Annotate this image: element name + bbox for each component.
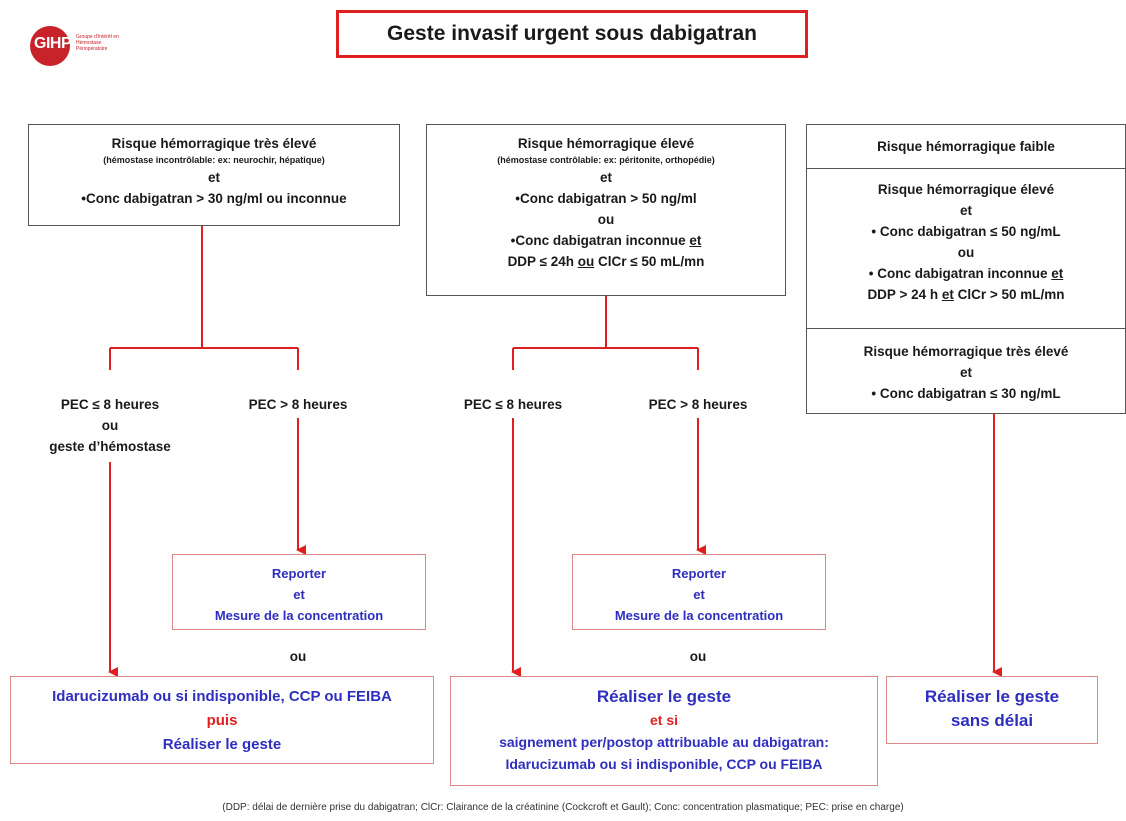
- col1-left-label-2: ou: [101, 418, 119, 433]
- col3-section-high: Risque hémorragique élevé et • Conc dabi…: [807, 168, 1125, 328]
- page-title-text: Geste invasif urgent sous dabigatran: [387, 22, 757, 45]
- col3-sec3-et: et: [959, 365, 972, 380]
- col3-cond2-et: et: [1051, 266, 1064, 281]
- col2-box-cond2: •Conc dabigatran inconnue et: [427, 230, 785, 251]
- col3-cond3-text2: ClCr > 50 mL/mn: [953, 287, 1065, 302]
- col2-cond2-et: et: [689, 233, 702, 248]
- col2-left-label: PEC ≤ 8 heures: [463, 397, 563, 412]
- col2-cond3-text: DDP ≤ 24h: [507, 254, 578, 269]
- col3-sec2-cond3: DDP > 24 h et ClCr > 50 mL/mn: [807, 284, 1125, 305]
- col2-reporter-1: Reporter: [671, 566, 727, 581]
- col2-ou: ou: [689, 649, 707, 664]
- col1-left-label-3: geste d’hémostase: [49, 439, 171, 454]
- col1-left-label: PEC ≤ 8 heures ou geste d’hémostase: [30, 394, 190, 457]
- col1-box-et: et: [207, 170, 220, 185]
- col1-reporter-2: et: [293, 587, 305, 602]
- col2-cond2-text: •Conc dabigatran inconnue: [510, 233, 690, 248]
- col1-box-sub: (hémostase incontrôlable: ex: neurochir,…: [103, 155, 325, 165]
- col3-cond3-text: DDP > 24 h: [867, 287, 942, 302]
- col2-result-4: Idarucizumab ou si indisponible, CCP ou …: [505, 756, 823, 772]
- col3-sec2-et: et: [959, 203, 972, 218]
- col1-reporter-box: Reporter et Mesure de la concentration: [172, 554, 426, 630]
- col3-section-very-high: Risque hémorragique très élevé et • Conc…: [807, 328, 1125, 413]
- col1-box-title: Risque hémorragique très élevé: [111, 136, 317, 151]
- col3-risk-box: Risque hémorragique faible Risque hémorr…: [806, 124, 1126, 414]
- col3-sec3-title: Risque hémorragique très élevé: [863, 344, 1069, 359]
- col3-result-box: Réaliser le geste sans délai: [886, 676, 1098, 744]
- col1-result-2: puis: [206, 712, 238, 729]
- gihp-logo: GIHP Groupe d'Intérêt en Hémostase Pério…: [30, 26, 130, 66]
- page-title: Geste invasif urgent sous dabigatran: [336, 10, 808, 58]
- col2-cond3-ou: ou: [577, 254, 595, 269]
- col3-sec2-title: Risque hémorragique élevé: [877, 182, 1055, 197]
- footnote: (DDP: délai de dernière prise du dabigat…: [222, 802, 904, 813]
- col1-reporter-3: Mesure de la concentration: [214, 608, 384, 623]
- col1-result-1: Idarucizumab ou si indisponible, CCP ou …: [52, 688, 392, 705]
- col2-risk-box: Risque hémorragique élevé (hémostase con…: [426, 124, 786, 296]
- col1-risk-box: Risque hémorragique très élevé (hémostas…: [28, 124, 400, 226]
- col2-result-2: et si: [649, 712, 678, 728]
- col2-cond3-text2: ClCr ≤ 50 mL/mn: [594, 254, 705, 269]
- col2-box-title: Risque hémorragique élevé: [517, 136, 695, 151]
- col3-section-low: Risque hémorragique faible: [807, 125, 1125, 168]
- col2-box-ou: ou: [597, 212, 615, 227]
- logo-text: GIHP: [34, 35, 72, 52]
- col2-box-cond3: DDP ≤ 24h ou ClCr ≤ 50 mL/mn: [427, 251, 785, 272]
- col1-left-label-1: PEC ≤ 8 heures: [60, 397, 160, 412]
- logo-circle: [30, 26, 70, 66]
- col1-ou: ou: [289, 649, 307, 664]
- col1-reporter-1: Reporter: [271, 566, 327, 581]
- col3-sec1-text: Risque hémorragique faible: [877, 139, 1055, 154]
- col1-box-cond: •Conc dabigatran > 30 ng/ml ou inconnue: [81, 191, 347, 206]
- col1-result-3: Réaliser le geste: [162, 736, 282, 753]
- col2-box-et: et: [599, 170, 612, 185]
- logo-subtitle: Groupe d'Intérêt en Hémostase Périopérat…: [76, 34, 119, 52]
- col3-result-2: sans délai: [950, 711, 1034, 730]
- col1-result-box: Idarucizumab ou si indisponible, CCP ou …: [10, 676, 434, 764]
- col2-right-label: PEC > 8 heures: [648, 397, 748, 412]
- col1-right-label: PEC > 8 heures: [248, 397, 348, 412]
- col3-result-1: Réaliser le geste: [924, 687, 1060, 706]
- col2-box-cond1: •Conc dabigatran > 50 ng/ml: [515, 191, 697, 206]
- col2-result-3: saignement per/postop attribuable au dab…: [499, 734, 829, 750]
- col3-sec3-cond: • Conc dabigatran ≤ 30 ng/mL: [871, 386, 1061, 401]
- col3-cond2-text: • Conc dabigatran inconnue: [868, 266, 1052, 281]
- col2-reporter-3: Mesure de la concentration: [614, 608, 784, 623]
- col2-box-sub: (hémostase contrôlable: ex: péritonite, …: [497, 155, 715, 165]
- col2-result-box: Réaliser le geste et si saignement per/p…: [450, 676, 878, 786]
- col3-sec2-ou: ou: [957, 245, 975, 260]
- col2-reporter-2: et: [693, 587, 705, 602]
- col3-sec2-cond1: • Conc dabigatran ≤ 50 ng/mL: [871, 224, 1061, 239]
- col2-reporter-box: Reporter et Mesure de la concentration: [572, 554, 826, 630]
- col2-result-1: Réaliser le geste: [596, 687, 732, 706]
- col3-cond3-et: et: [941, 287, 954, 302]
- col3-sec2-cond2: • Conc dabigatran inconnue et: [807, 263, 1125, 284]
